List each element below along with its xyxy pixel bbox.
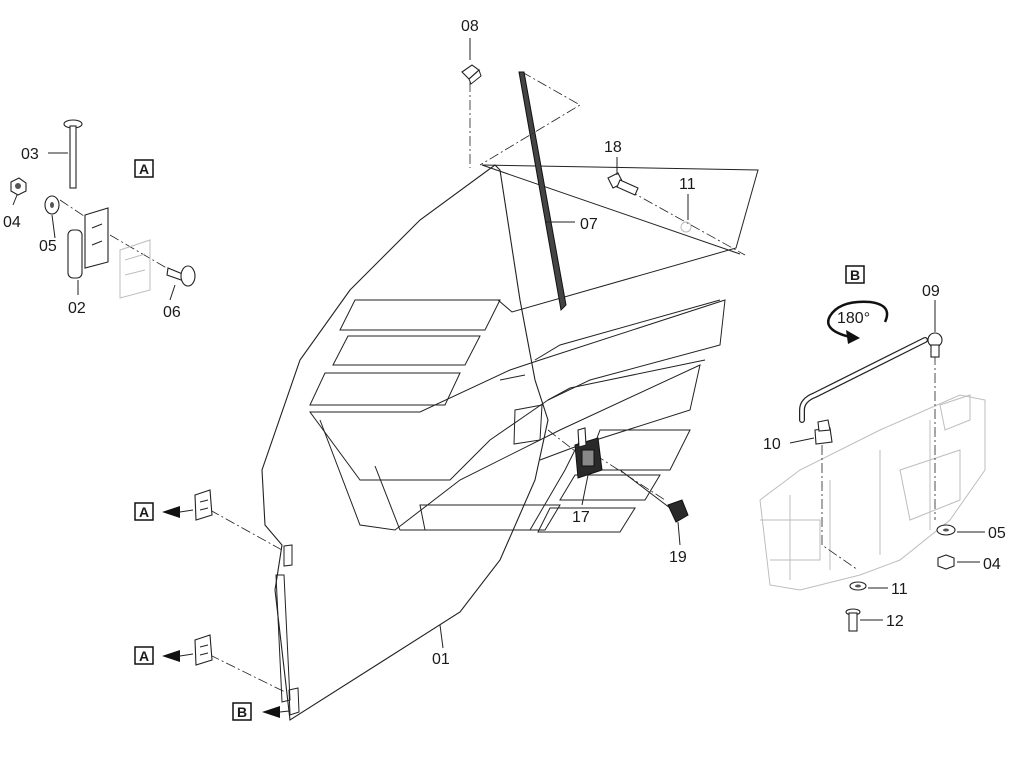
nut-04: [10, 177, 27, 196]
label-03: 03: [21, 146, 39, 163]
label-12: 12: [886, 613, 904, 630]
part-labels: 08 03 04 05 02 06 07 18 11 09 10 17 19 0…: [3, 18, 1006, 668]
label-06: 06: [163, 304, 181, 321]
hinge-02: [67, 207, 151, 299]
detail-box-a-ref-upper: A: [134, 502, 154, 521]
window-panels: [309, 164, 759, 533]
label-02: 02: [68, 300, 86, 317]
nut-04-right: [937, 554, 955, 570]
label-19: 19: [669, 549, 687, 566]
label-11-lower: 11: [891, 581, 908, 598]
svg-text:A: A: [139, 504, 149, 520]
pointer-arrows: [162, 506, 290, 718]
pin-06: [166, 265, 196, 287]
label-07: 07: [580, 216, 598, 233]
door-latch-17: [574, 427, 603, 479]
label-11-upper: 11: [679, 176, 696, 193]
detail-box-a-ref-lower: A: [134, 646, 154, 665]
door-glass-panel: [261, 164, 549, 721]
detail-box-b-header: B: [845, 265, 865, 284]
svg-text:A: A: [139, 648, 149, 664]
label-09: 09: [922, 283, 940, 300]
leader-lines: [12, 38, 985, 649]
label-05-left: 05: [39, 238, 57, 255]
washer-05: [44, 195, 60, 215]
label-08: 08: [461, 18, 479, 35]
plug-08: [461, 64, 482, 85]
key-19: [619, 469, 689, 523]
label-10: 10: [763, 436, 781, 453]
screw-12: [845, 608, 861, 632]
hinge-block-upper: [194, 489, 213, 521]
label-04-left: 04: [3, 214, 21, 231]
washer-11-upper: [680, 221, 692, 233]
hinge-block-lower: [194, 634, 213, 666]
seal-strip: [518, 71, 567, 312]
svg-text:A: A: [139, 161, 149, 177]
retaining-rod-09: [799, 332, 943, 423]
detail-box-a-header: A: [134, 159, 154, 178]
hinge-bolt-03: [63, 119, 83, 189]
label-01: 01: [432, 651, 450, 668]
clip-10: [814, 419, 833, 445]
rotation-arrow-icon: 180°: [827, 300, 889, 344]
detail-box-b-ref: B: [232, 702, 252, 721]
washer-05-right: [936, 524, 956, 536]
washer-11-lower: [849, 581, 867, 591]
label-05-right: 05: [988, 525, 1006, 542]
label-17: 17: [572, 509, 590, 526]
label-04-right: 04: [983, 556, 1001, 573]
svg-text:B: B: [237, 704, 247, 720]
svg-text:B: B: [850, 267, 860, 283]
cab-frame-outline: [759, 394, 986, 591]
rotation-label: 180°: [837, 310, 870, 327]
bolt-18: [607, 172, 639, 196]
label-18: 18: [604, 139, 622, 156]
